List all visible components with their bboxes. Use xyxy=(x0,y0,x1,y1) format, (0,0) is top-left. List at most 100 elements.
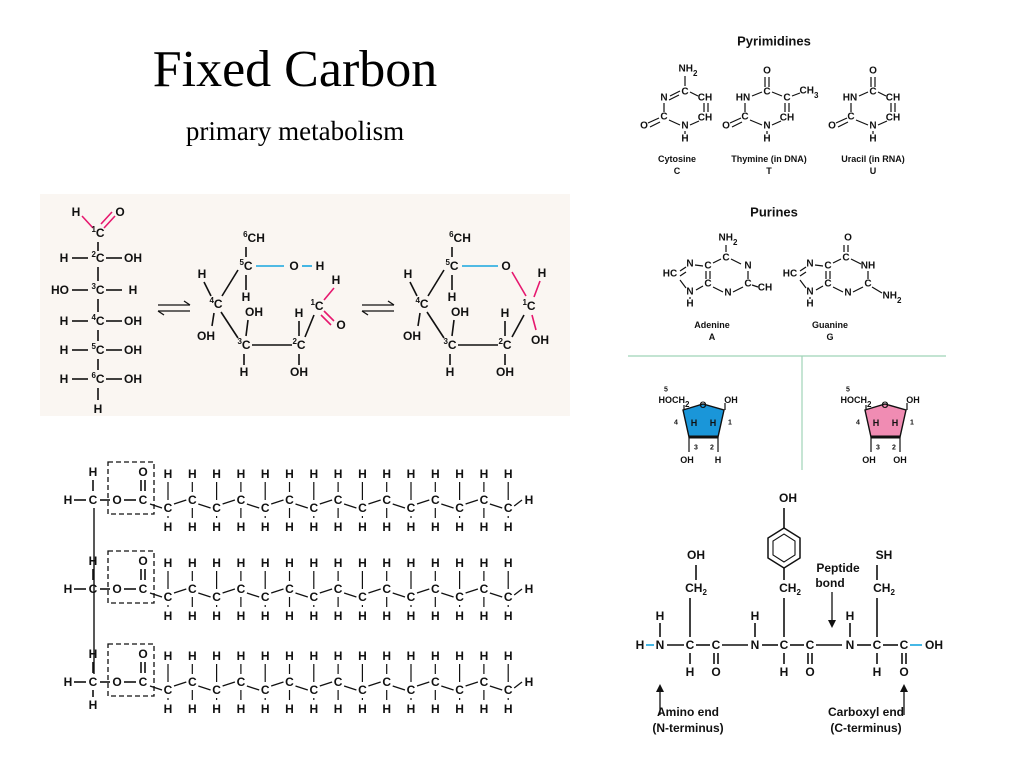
atom-label: H xyxy=(358,649,367,663)
locant: 3 xyxy=(443,337,448,346)
bond xyxy=(731,121,743,128)
bond xyxy=(771,120,782,126)
bond xyxy=(730,258,742,265)
bond xyxy=(689,91,699,97)
atom-label: C xyxy=(139,675,148,689)
atom-label: SH xyxy=(876,548,893,562)
bond xyxy=(649,121,661,128)
bond xyxy=(427,269,445,297)
bond xyxy=(877,91,887,97)
bond xyxy=(533,280,541,298)
bond xyxy=(295,592,309,598)
atom-label: OH xyxy=(862,455,876,465)
locant: 6 xyxy=(449,230,454,239)
bond xyxy=(409,281,418,297)
atom-label: N xyxy=(744,261,751,272)
bond xyxy=(103,215,116,229)
atom-label: H xyxy=(242,290,251,304)
atom-label: H xyxy=(64,582,73,596)
bond xyxy=(392,592,406,598)
locant: 2 xyxy=(498,337,503,346)
subscript: 2 xyxy=(890,588,895,597)
atom-label: H xyxy=(89,647,98,661)
atom-label: 1 xyxy=(728,420,732,427)
bond xyxy=(211,312,215,327)
locant: 5 xyxy=(445,258,450,267)
atom-label: H xyxy=(525,582,534,596)
atom-label: C xyxy=(261,590,270,604)
atom-label: H xyxy=(806,299,813,310)
atom-label: OH xyxy=(906,395,920,405)
bond xyxy=(81,215,94,229)
atom-label: C xyxy=(334,675,343,689)
amino-end-label: Amino end xyxy=(657,705,719,719)
atom-label: C xyxy=(285,582,294,596)
atom-label: H xyxy=(382,649,391,663)
atom-label: H xyxy=(407,649,416,663)
atom-label: HN xyxy=(843,93,857,104)
atom-label: N xyxy=(806,287,813,298)
atom-label: O xyxy=(501,259,510,273)
atom-label: OH xyxy=(124,372,142,386)
arrowhead xyxy=(900,684,908,692)
bond xyxy=(198,503,211,509)
atom-label: C xyxy=(237,675,246,689)
locant: 6 xyxy=(91,371,96,380)
bond xyxy=(319,588,333,594)
atom-label: C xyxy=(164,683,173,697)
atom-label: 1C xyxy=(310,298,323,314)
atom-label: H xyxy=(309,467,318,481)
bond xyxy=(669,90,681,97)
atom-label: O xyxy=(899,665,908,679)
locant: 1 xyxy=(91,225,96,234)
atom-label: C xyxy=(309,501,318,515)
bond xyxy=(149,503,163,509)
atom-label: H xyxy=(188,609,197,623)
atom-label: O xyxy=(115,205,124,219)
atom-label: N xyxy=(724,288,731,299)
atom-label: O xyxy=(112,675,121,689)
adenine-code: A xyxy=(709,332,716,342)
bond xyxy=(441,592,454,598)
atom-label: H xyxy=(446,365,455,379)
atom-label: H xyxy=(164,467,173,481)
atom-label: H xyxy=(89,465,98,479)
atom-label: H xyxy=(751,609,760,623)
atom-label: O xyxy=(828,121,836,132)
bond xyxy=(343,592,357,598)
bond xyxy=(513,588,523,596)
atom-label: H xyxy=(261,520,270,534)
atom-label: C xyxy=(455,683,464,697)
atom-label: C xyxy=(89,582,98,596)
atom-label: H xyxy=(212,556,221,570)
locant: 4 xyxy=(91,313,96,322)
atom-label: H xyxy=(455,702,464,716)
atom-label: H xyxy=(407,520,416,534)
atom-label: 3 xyxy=(694,445,698,452)
atom-label: O xyxy=(805,665,814,679)
atom-label: CH2 xyxy=(779,581,801,597)
guanine-code: G xyxy=(826,332,833,342)
bond xyxy=(270,588,284,594)
atom-label: C xyxy=(382,493,391,507)
bond xyxy=(173,588,187,594)
bond xyxy=(368,681,381,687)
subscript: 2 xyxy=(796,588,801,597)
atom-label: H xyxy=(60,251,69,265)
atom-label: 5C xyxy=(239,258,252,274)
atom-label: O xyxy=(881,400,888,410)
atom-label: OH xyxy=(779,491,797,505)
atom-label: 5C xyxy=(445,258,458,274)
atom-label: C xyxy=(358,501,367,515)
atom-label: N xyxy=(656,638,665,652)
bond xyxy=(157,310,165,316)
atom-label: H xyxy=(60,343,69,357)
atom-label: H xyxy=(237,609,246,623)
atom-label: NH xyxy=(861,261,875,272)
atom-label: H xyxy=(407,467,416,481)
atom-label: O xyxy=(722,121,730,132)
atom-label: C xyxy=(212,590,221,604)
atom-label: C xyxy=(188,675,197,689)
atom-label: CH xyxy=(698,93,712,104)
locant: 4 xyxy=(415,296,420,305)
